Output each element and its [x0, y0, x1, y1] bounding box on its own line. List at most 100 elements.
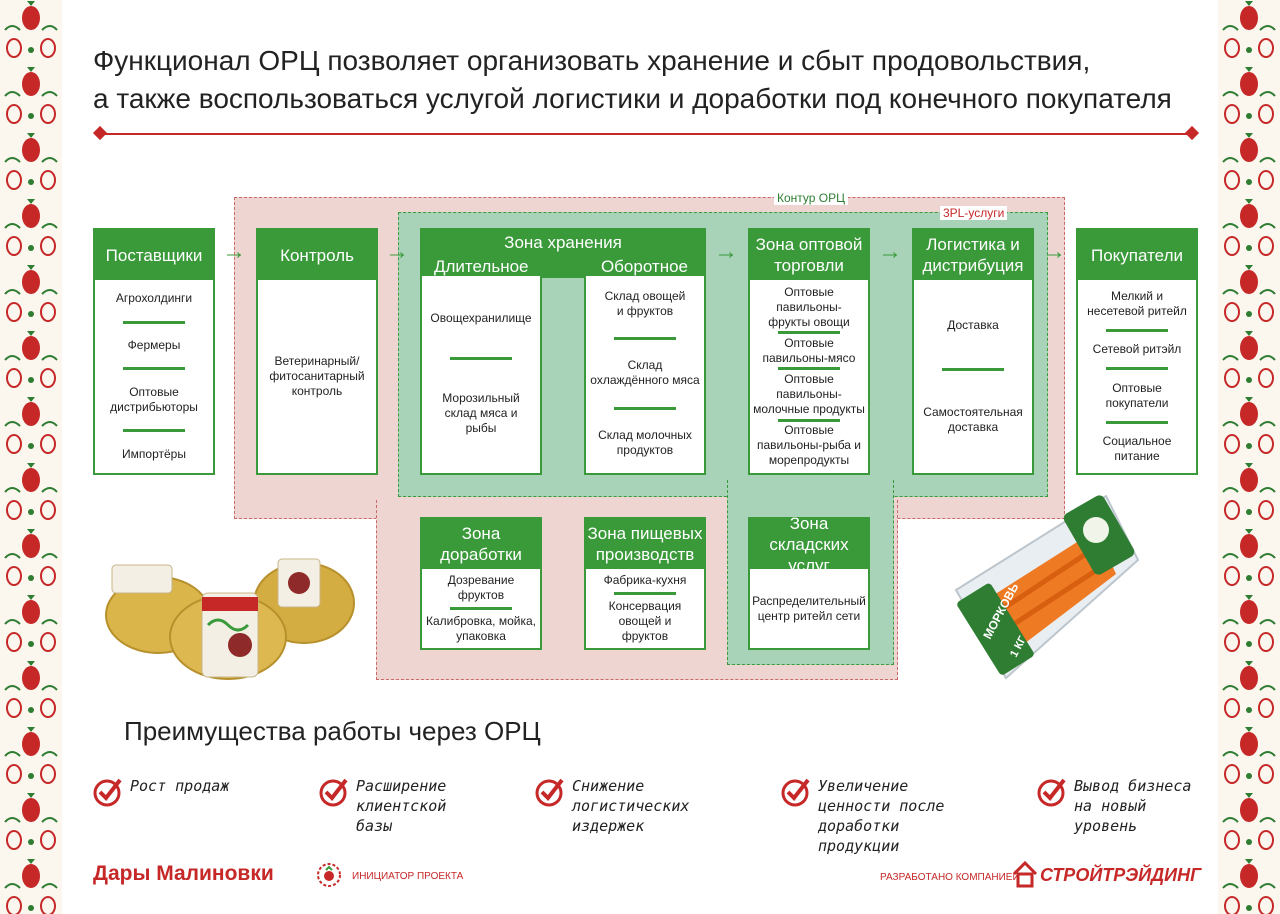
storage-box: Зона хранения Длительное Оборотное [420, 228, 706, 475]
tpl-services-label: 3PL-услуги [940, 206, 1008, 220]
advantage-item: Вывод бизнеса на новый уровень [1036, 776, 1204, 836]
wholesale-item: Оптовые павильоны- фрукты овощи [768, 284, 850, 329]
supplier-item: Агрохолдинги [115, 291, 193, 306]
title-line-2: а также воспользоваться услугой логистик… [93, 83, 1172, 114]
arrow-right-icon: → [1042, 238, 1066, 265]
suppliers-title: Поставщики [95, 230, 213, 280]
separator [614, 337, 676, 341]
control-title: Контроль [258, 230, 376, 280]
diamond-icon [92, 125, 108, 141]
wholesale-item: Оптовые павильоны-мясо [762, 335, 856, 365]
logistics-title: Логистика и дистрибуция [914, 230, 1032, 280]
advantages-title: Преимущества работы через ОРЦ [124, 716, 541, 746]
orc-contour-label: Контур ОРЦ [774, 191, 849, 205]
separator [450, 357, 512, 360]
checkmark-icon [93, 778, 122, 807]
advantage-text: Увеличение ценности после доработки прод… [818, 777, 945, 855]
separator [1106, 367, 1168, 371]
control-text: Ветеринарный/ фитосанитарный контроль [269, 354, 365, 398]
arrow-right-icon: → [222, 238, 246, 265]
raspberry-emblem-icon [317, 863, 341, 887]
left-ornament-border [0, 0, 62, 914]
separator [450, 607, 512, 610]
storage-long-title: Длительное [434, 257, 529, 276]
separator [1106, 420, 1168, 424]
supplier-item: Фермеры [127, 338, 181, 353]
food-production-box: Зона пищевых производств Фабрика-кухня К… [584, 517, 706, 650]
advantage-item: Увеличение ценности после доработки прод… [780, 776, 958, 856]
logistics-box: Логистика и дистрибуция Доставка Самосто… [912, 228, 1034, 475]
separator [778, 367, 840, 371]
arrow-right-icon: → [878, 238, 902, 265]
processing-item: Дозревание фруктов [447, 573, 515, 602]
separator [614, 406, 676, 410]
carrot-bag-photo: МОРКОВЬ 1 КГ [954, 494, 1140, 680]
separator [123, 429, 185, 433]
ornament-pattern-icon [0, 0, 62, 914]
warehouse-services-title: Зона складских услуг [750, 514, 868, 575]
buyer-item: Оптовые покупатели [1105, 380, 1169, 410]
separator [123, 320, 185, 324]
storage-turnover-column: Склад овощей и фруктов Склад охлаждённог… [584, 276, 706, 475]
advantage-item: Рост продаж [92, 776, 250, 808]
logistics-item: Самостоятельная доставка [923, 404, 1023, 434]
control-box: Контроль Ветеринарный/ фитосанитарный ко… [256, 228, 378, 475]
separator [778, 331, 840, 335]
wholesale-box: Зона оптовой торговли Оптовые павильоны-… [748, 228, 870, 475]
wholesale-item: Оптовые павильоны- молочные продукты [753, 372, 865, 417]
storage-long-column: Овощехранилище Морозильный склад мяса и … [420, 276, 542, 475]
food-production-item: Консервация овощей и фруктов [608, 599, 682, 643]
wholesale-item: Оптовые павильоны-рыба и морепродукты [756, 423, 862, 468]
separator [614, 592, 676, 595]
storage-long-item: Овощехранилище [430, 311, 532, 325]
buyer-item: Мелкий и несетевой ритейл [1087, 289, 1187, 319]
arrow-right-icon: → [714, 238, 738, 265]
warehouse-services-box: Зона складских услуг Распределительный ц… [748, 514, 870, 650]
storage-turnover-item: Склад охлаждённого мяса [590, 358, 700, 388]
advantage-item: Расширение клиентской базы [318, 776, 460, 836]
checkmark-icon [1037, 778, 1066, 807]
title-line-1: Функционал ОРЦ позволяет организовать хр… [93, 45, 1091, 76]
suppliers-box: Поставщики Агрохолдинги Фермеры Оптовые … [93, 228, 215, 475]
separator [942, 367, 1004, 371]
buyers-title: Покупатели [1078, 230, 1196, 280]
logistics-item: Доставка [947, 318, 999, 333]
buyer-item: Сетевой ритэйл [1092, 342, 1182, 357]
separator [778, 418, 840, 422]
food-production-title: Зона пищевых производств [586, 519, 704, 569]
wholesale-title: Зона оптовой торговли [750, 230, 868, 280]
storage-header: Зона хранения Длительное Оборотное [420, 228, 706, 278]
supplier-item: Оптовые дистрибьюторы [110, 384, 198, 414]
title-divider [92, 125, 1200, 141]
arrow-right-icon: → [385, 238, 409, 265]
advantage-text: Рост продаж [130, 777, 230, 795]
checkmark-icon [535, 778, 564, 807]
potato-bags-photo [105, 558, 355, 680]
ornament-pattern-icon [1218, 0, 1280, 914]
advantage-item: Снижение логистических издержек [534, 776, 702, 836]
page-title: Функционал ОРЦ позволяет организовать хр… [93, 42, 1173, 118]
house-icon [1012, 860, 1038, 888]
buyers-box: Покупатели Мелкий и несетевой ритейл Сет… [1076, 228, 1198, 475]
separator [1106, 329, 1168, 333]
separator [123, 367, 185, 371]
brand-logo: Дары Малиновки [93, 862, 274, 885]
storage-turnover-item: Склад овощей и фруктов [604, 289, 686, 319]
supplier-item: Импортёры [122, 446, 186, 461]
processing-box: Зона доработки Дозревание фруктов Калибр… [420, 517, 542, 650]
advantage-text: Вывод бизнеса на новый уровень [1074, 777, 1192, 835]
right-ornament-border [1218, 0, 1280, 914]
advantage-text: Снижение логистических издержек [572, 777, 690, 835]
advantage-text: Расширение клиентской базы [356, 777, 447, 835]
processing-title: Зона доработки [422, 519, 540, 569]
checkmark-icon [319, 778, 348, 807]
developer-label: РАЗРАБОТАНО КОМПАНИЕЙ [880, 872, 1020, 883]
initiator-label: ИНИЦИАТОР ПРОЕКТА [352, 871, 464, 882]
storage-title: Зона хранения [504, 233, 622, 252]
checkmark-icon [781, 778, 810, 807]
developer-logo: СТРОЙТРЭЙДИНГ [1040, 865, 1202, 885]
processing-item: Калибровка, мойка, упаковка [426, 614, 536, 643]
diamond-icon [1184, 125, 1200, 141]
storage-turnover-title: Оборотное [600, 257, 688, 276]
food-production-item: Фабрика-кухня [603, 573, 687, 587]
